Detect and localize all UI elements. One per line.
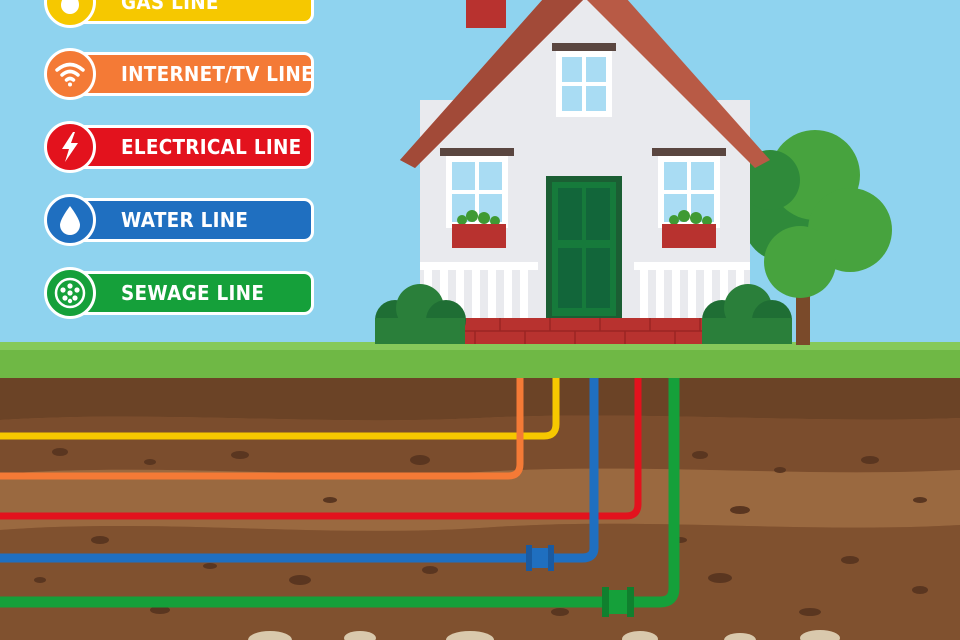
bush-left: [375, 284, 466, 344]
sewage-line-pipe: [0, 378, 680, 608]
gas-line-pipe: [0, 378, 560, 440]
internet-tv-line-pipe: [0, 378, 524, 480]
soil-layers: [0, 370, 960, 640]
water-drop-icon: [44, 194, 96, 246]
legend-label: WATER LINE: [121, 208, 249, 232]
legend-electrical-line: ELECTRICAL LINE: [44, 121, 316, 173]
legend-label: ELECTRICAL LINE: [121, 135, 302, 159]
legend-bar: WATER LINE: [74, 198, 314, 242]
sewage-fitting: [602, 587, 634, 617]
grass: [0, 342, 960, 378]
legend-label: GAS LINE: [121, 0, 219, 14]
water-valve: [526, 545, 554, 571]
legend-bar: INTERNET/TV LINE: [74, 52, 314, 96]
bush-right: [702, 284, 792, 344]
water-line-pipe: [0, 378, 599, 563]
legend-label: INTERNET/TV LINE: [121, 62, 314, 86]
legend-gas-line: GAS LINE: [44, 0, 316, 28]
sewage-grate-icon: [44, 267, 96, 319]
lightning-icon: [44, 121, 96, 173]
legend-water-line: WATER LINE: [44, 194, 316, 246]
legend-bar: ELECTRICAL LINE: [74, 125, 314, 169]
wifi-icon: [44, 48, 96, 100]
legend-bar: GAS LINE: [74, 0, 314, 24]
electrical-line-pipe: [0, 378, 642, 520]
legend-label: SEWAGE LINE: [121, 281, 265, 305]
legend-bar: SEWAGE LINE: [74, 271, 314, 315]
house: [400, 0, 770, 344]
legend-internet-tv-line: INTERNET/TV LINE: [44, 48, 316, 100]
legend-sewage-line: SEWAGE LINE: [44, 267, 316, 319]
